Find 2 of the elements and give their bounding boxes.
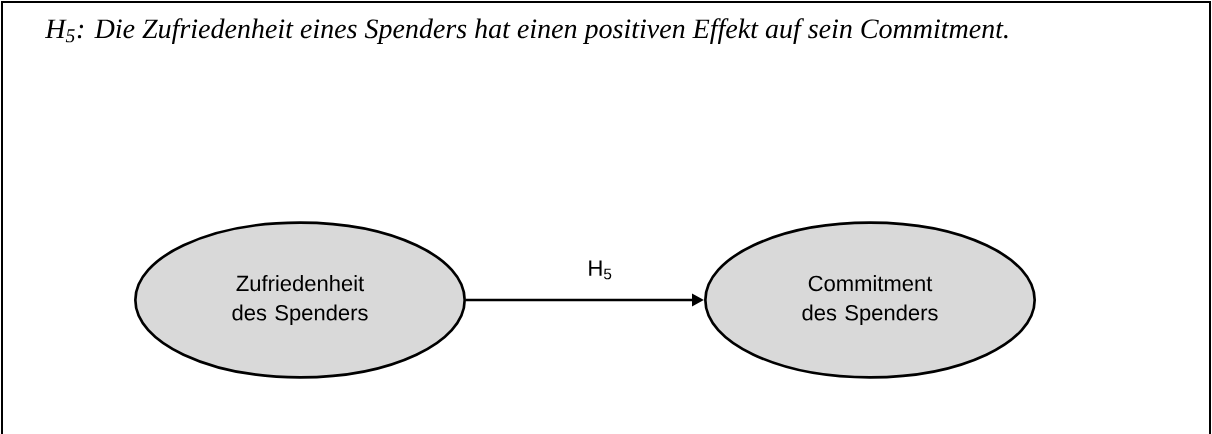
edge-label: H$_{5}$	[589, 260, 612, 280]
hypothesis-text: H$_{5}$: Die Zufriedenheit eines Spenders hat einen positiven Effekt auf sein Commitment.	[45, 18, 1008, 44]
